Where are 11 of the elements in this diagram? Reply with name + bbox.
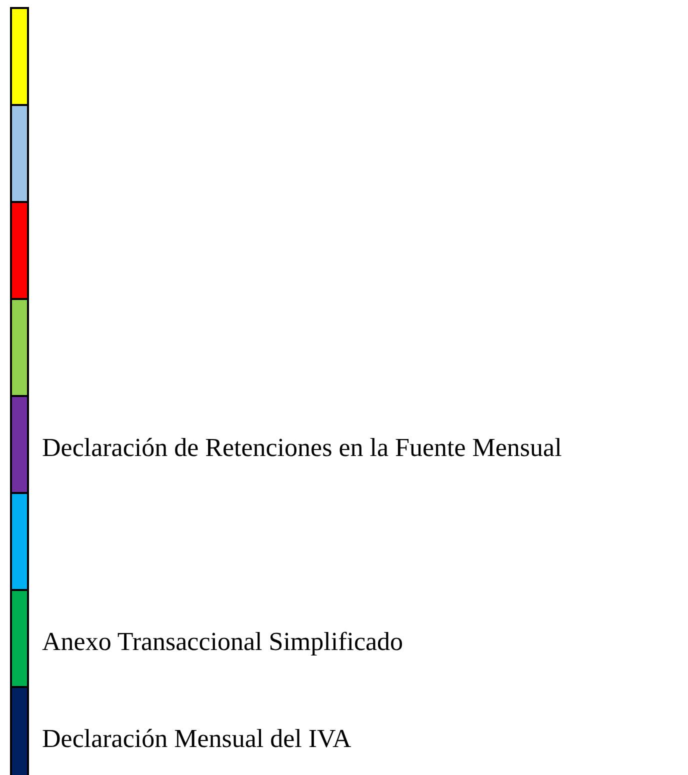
bar-caption: Declaración de Retenciones en la Fuente Mensual: [42, 433, 562, 463]
color-bar: [10, 395, 29, 494]
color-bar: [10, 7, 29, 106]
color-bar: [10, 686, 29, 775]
color-bar: [10, 104, 29, 203]
color-bar: [10, 201, 29, 300]
color-bar: [10, 492, 29, 591]
bar-caption: Anexo Transaccional Simplificado: [42, 627, 404, 657]
color-bar: [10, 298, 29, 397]
bar-caption: Declaración Mensual del IVA: [42, 724, 352, 754]
color-bar: [10, 589, 29, 688]
